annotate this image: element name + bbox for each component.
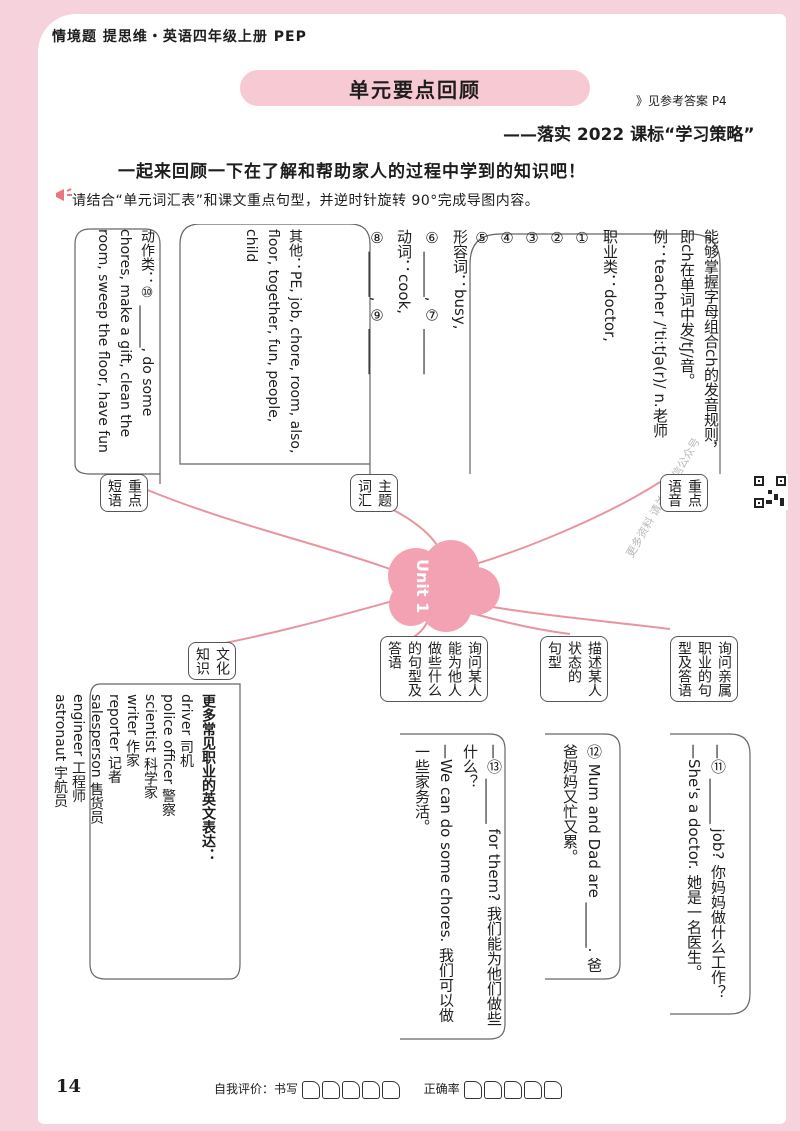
vocab-verb: 动词：cook, [395, 229, 413, 315]
page-number: 14 [56, 1076, 82, 1097]
thumb-icon[interactable] [503, 1080, 522, 1099]
qr-code-icon [752, 474, 788, 510]
self-evaluation: 自我评价：书写 正确率 [214, 1080, 564, 1099]
vocab-adj-blanks[interactable]: ⑥ ______, ⑦ ______ [423, 229, 441, 375]
thumb-icon[interactable] [321, 1080, 340, 1099]
culture-title: 更多常见职业的英文表达： [200, 694, 216, 862]
culture-item-1: driver 司机 [178, 694, 194, 768]
thumb-icon[interactable] [483, 1080, 502, 1099]
strategy-line: ——落实 2022 课标“学习策略” [503, 125, 755, 145]
culture-item-8: astronaut 宇航员 [52, 694, 68, 808]
vocab-other: 其他：PE, job, chore, room, also, floor, to… [243, 229, 303, 454]
thumb-icon[interactable] [341, 1080, 360, 1099]
pronunciation-rule: 能够掌握字母组合ch的发音规则，即ch在单词中发/tʃ/音。 [678, 229, 720, 457]
sentence-ask-job[interactable]: —⑪ ______ job? 你妈妈做什么工作？ —She's a doctor… [685, 744, 727, 1000]
label-ask-job: 询问亲属 职业的句 型及答语 [670, 636, 738, 702]
unit-cloud [388, 540, 500, 632]
instruction-text: 请结合“单元词汇表”和课文重点句型，并逆时针旋转 90°完成导图内容。 [72, 193, 540, 209]
sentence-help[interactable]: —⑬ ______ for them? 我们能为他们做些什么？ —We can … [413, 744, 503, 1026]
label-pronunciation: 重点 语音 [660, 474, 708, 512]
accuracy-label: 正确率 [423, 1082, 460, 1096]
book-title: 情境题 提思维・英语四年级上册 PEP [52, 29, 307, 45]
culture-item-6: salesperson 售货员 [88, 694, 104, 825]
vocab-occupation: 职业类：doctor, [601, 229, 619, 342]
label-vocab: 主题 词汇 [350, 474, 398, 512]
label-culture: 文化 知识 [188, 642, 236, 680]
sentence-describe[interactable]: ⑫ Mum and Dad are ______. 爸爸妈妈又忙又累。 [561, 744, 603, 973]
thumb-icon[interactable] [523, 1080, 542, 1099]
vocab-blank-4[interactable]: ④ [498, 229, 516, 247]
vocab-adjective: 形容词：busy, [451, 229, 469, 330]
thumb-icon[interactable] [543, 1080, 562, 1099]
phrases-line[interactable]: 动作类：⑩ ______, do some chores, make a gif… [95, 229, 155, 453]
label-describe: 描述某人 状态的 句型 [540, 636, 608, 702]
vocab-blank-3[interactable]: ③ [523, 229, 541, 247]
culture-item-7: engineer 工程师 [70, 694, 86, 803]
self-eval-label: 自我评价：书写 [214, 1082, 299, 1096]
section-title: 单元要点回顾 [240, 70, 590, 106]
mind-map: Unit 1 重点 语音 主题 词汇 重点 短语 文化 知识 询问亲属 职业的句… [52, 224, 770, 1044]
intro-text: 一起来回顾一下在了解和帮助家人的过程中学到的知识吧！ [118, 162, 586, 182]
thumb-icon[interactable] [301, 1080, 320, 1099]
vocab-verb-blanks[interactable]: ⑧ ______, ⑨ ______ [368, 229, 386, 375]
culture-item-2: police officer 警察 [160, 694, 176, 817]
culture-item-3: scientist 科学家 [142, 694, 158, 799]
label-phrases: 重点 短语 [100, 474, 148, 512]
culture-item-4: writer 作家 [124, 694, 140, 768]
vocab-blank-1[interactable]: ① [573, 229, 591, 247]
thumb-icon[interactable] [381, 1080, 400, 1099]
vocab-blank-5[interactable]: ⑤ [473, 229, 491, 247]
answer-reference[interactable]: 》见参考答案 P4 [636, 94, 727, 108]
culture-item-5: reporter 记者 [106, 694, 122, 784]
label-help: 询问某人 能为他人 做些什么 的句型及 答语 [380, 636, 488, 702]
vocab-blank-2[interactable]: ② [548, 229, 566, 247]
unit-label: Unit 1 [413, 559, 432, 614]
megaphone-icon [56, 188, 72, 201]
thumb-icon[interactable] [361, 1080, 380, 1099]
pronunciation-example: 例：teacher /ˈtiːtʃə(r)/ n.老师 [651, 229, 669, 438]
thumb-icon[interactable] [463, 1080, 482, 1099]
